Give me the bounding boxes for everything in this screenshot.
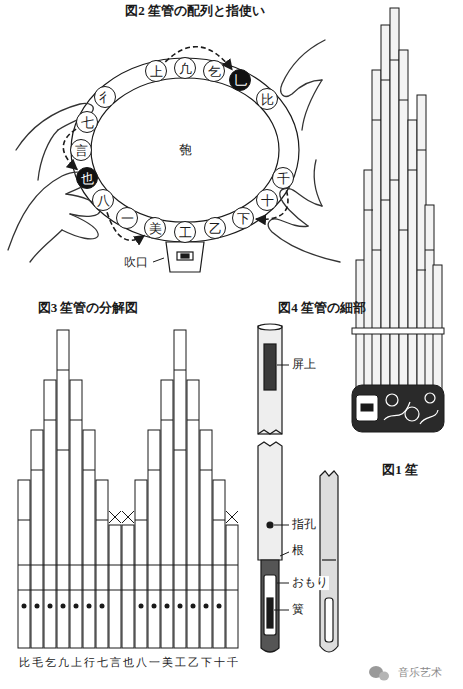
pipe-circle: 乞 <box>203 60 225 82</box>
pipe-circle: 彳 <box>94 86 116 108</box>
part-label: おもり <box>291 576 329 590</box>
finger-hole <box>22 604 222 609</box>
pipe-drawing <box>18 330 238 648</box>
pipe-name: 八 <box>97 194 110 207</box>
pipe-circle: 下 <box>232 207 254 229</box>
figure-title: 図1 笙 <box>382 463 418 478</box>
pipe-circle: 八 <box>92 189 114 211</box>
pipe-label: 比 <box>19 656 30 669</box>
pipe-circle: 凢 <box>174 57 196 79</box>
bowl-ring <box>71 58 299 242</box>
pipe-name: 也 <box>81 172 94 185</box>
pipe-circle: 工 <box>174 221 196 243</box>
pipe-label: 八 <box>136 656 147 669</box>
figure-title: 図3 笙管の分解図 <box>38 301 139 316</box>
pipe-label: 言 <box>110 656 121 669</box>
pipe-name: 乚 <box>234 74 247 87</box>
pipe-circle: 十 <box>256 189 278 211</box>
pipe-circle: 乚 <box>229 69 251 91</box>
pipe-label: 美 <box>162 656 173 669</box>
pipe-circle: 言 <box>70 139 92 161</box>
watermark: 音乐艺术 <box>398 666 442 679</box>
pipe-name: 七 <box>81 116 94 129</box>
pipe-label: 千 <box>227 656 238 669</box>
pipe-circle: 美 <box>144 217 166 239</box>
figure-title: 図2 笙管の配列と指使い <box>125 4 265 19</box>
part-label: 吹口 <box>123 256 149 270</box>
pipe-name: 千 <box>277 172 290 185</box>
pipe-label: 凢 <box>58 656 69 669</box>
pipe-name: 十 <box>261 194 274 207</box>
pipe-name: 一 <box>121 212 134 225</box>
part-label: 根 <box>291 544 305 558</box>
hand-drawing <box>8 40 340 262</box>
pipe-label: 乙 <box>188 656 199 669</box>
pipe-circle: 乙 <box>204 217 226 239</box>
pipe-label: 行 <box>84 656 95 669</box>
pipe-label: 下 <box>201 656 212 669</box>
pipe-circle: 七 <box>76 111 98 133</box>
pipe-label: 一 <box>149 656 160 669</box>
pipe-name: 上 <box>150 65 163 78</box>
pipe-circle: 上 <box>145 60 167 82</box>
pipe-circle: 也 <box>76 167 98 189</box>
pipe-label: 工 <box>175 656 186 669</box>
leader-line <box>153 258 164 262</box>
pipe-name: 美 <box>149 222 162 235</box>
part-label: 匏 <box>178 143 193 158</box>
pipe-name: 比 <box>261 93 274 106</box>
figure-title: 図4 笙管の細部 <box>278 301 366 316</box>
pipe-name: 工 <box>179 226 192 239</box>
mouthpiece <box>166 242 204 272</box>
part-label: 指孔 <box>291 518 317 532</box>
pipe-circle: 一 <box>116 207 138 229</box>
pipe-name: 乞 <box>208 65 221 78</box>
pipe-label: 也 <box>123 656 134 669</box>
pipe-label: 上 <box>71 656 82 669</box>
pipe-name: 凢 <box>179 62 192 75</box>
pipe-label: 毛 <box>32 656 43 669</box>
pipe-name: 乙 <box>209 222 222 235</box>
pipe-detail <box>258 324 338 652</box>
pipe-label: 十 <box>214 656 225 669</box>
pipe-label: 乞 <box>45 656 56 669</box>
fingering-arrow <box>256 191 288 220</box>
pipe-circle: 千 <box>272 167 294 189</box>
sho-drawing <box>352 8 444 432</box>
watermark-icon <box>369 666 389 681</box>
pipe-name: 彳 <box>99 91 112 104</box>
part-label: 簧 <box>291 603 305 617</box>
pipe-name: 下 <box>237 212 250 225</box>
pipe-name: 言 <box>75 144 88 157</box>
pipe-circle: 比 <box>256 88 278 110</box>
pipe-label: 七 <box>97 656 108 669</box>
leader-line <box>274 365 289 610</box>
part-label: 屏上 <box>291 358 317 372</box>
